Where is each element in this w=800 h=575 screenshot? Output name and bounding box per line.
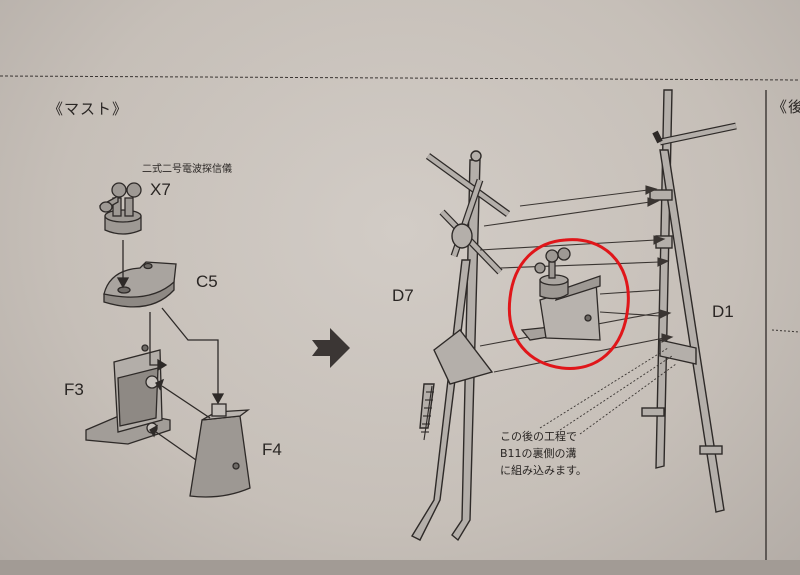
part-label-d1: D1: [712, 302, 734, 321]
highlighted-radar-assembly: [520, 247, 601, 341]
f3-bracket-part: [85, 344, 171, 445]
assembly-note: この後の工程で B11の裏側の溝 に組み込みます。: [500, 430, 587, 477]
c5-base-part: [103, 261, 177, 308]
part-label-x7: X7: [150, 180, 171, 199]
d7-mast-part: [411, 150, 511, 542]
part-label-f4: F4: [262, 440, 282, 459]
dashed-cut-line: [0, 75, 800, 81]
step-arrow-icon: [312, 328, 350, 368]
d7-ladder: [421, 385, 434, 441]
part-label-d7: D7: [392, 286, 414, 305]
section-title-next: 《後: [772, 98, 800, 116]
section-title-mast: 《マスト》: [48, 100, 129, 118]
f4-cover-part: [189, 403, 251, 498]
part-label-c5: C5: [196, 272, 218, 291]
d1-mast-part: [641, 89, 737, 513]
part-label-f3: F3: [64, 380, 84, 399]
note-leader-lines: [539, 347, 677, 435]
assembly-guide-arrows: [479, 185, 674, 373]
radar-caption: 二式二号電波探信儀: [142, 164, 232, 175]
left-assembly-arrows: [116, 240, 225, 461]
red-highlight-circle: [507, 238, 630, 370]
x7-radar-part: [98, 182, 142, 235]
